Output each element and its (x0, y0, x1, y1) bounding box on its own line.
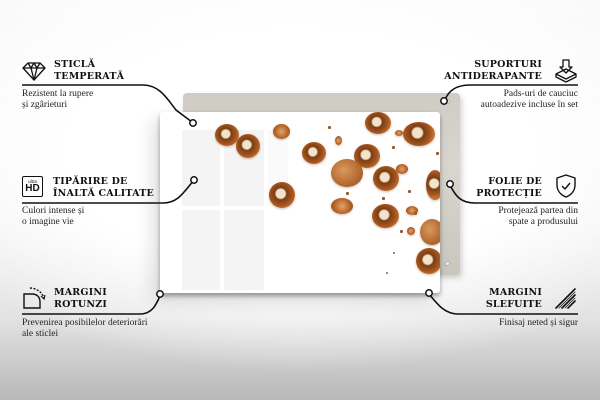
crumb (414, 212, 417, 215)
feature-hd-print: ultra HD Tipărire de înaltă calitate Cul… (22, 176, 172, 236)
feature-description: Pads-uri de cauciuc autoadezive incluse … (480, 89, 578, 110)
feature-polished-edges: Margini slefuite Finisaj neted și sigur (420, 287, 578, 342)
feature-title: Tipărire de înaltă calitate (53, 176, 154, 199)
walnut-half (416, 248, 440, 274)
walnut-half (365, 112, 391, 134)
feature-description: Protejează partea din spate a produsului (498, 206, 578, 227)
feature-title: Margini slefuite (485, 287, 542, 310)
walnut-whole (420, 219, 440, 245)
crumb (328, 126, 331, 129)
walnut-kernel (396, 164, 408, 174)
walnut-kernel (395, 130, 403, 136)
walnut-kernel (406, 206, 418, 215)
walnut-half (236, 134, 260, 158)
glass-panel-print (160, 112, 440, 293)
window-reflection (224, 210, 264, 290)
walnut-kernel (331, 198, 353, 214)
walnut-half (403, 122, 435, 146)
rounded-corner-icon (23, 287, 46, 309)
feature-description: Rezistent la rupere și zgârieturi (22, 89, 94, 110)
diamond-icon (22, 62, 46, 81)
crumb (408, 190, 411, 193)
walnut-half (426, 170, 440, 200)
feature-title: Margini rotunzi (54, 287, 107, 310)
crumb (393, 252, 395, 254)
ultra-hd-icon: ultra HD (22, 176, 43, 197)
feature-title: Sticlă temperată (54, 59, 125, 82)
walnut-half (215, 124, 239, 146)
feature-description: Prevenirea posibilelor deteriorări ale s… (22, 318, 148, 339)
mounting-hole (445, 261, 450, 266)
crumb (400, 230, 403, 233)
walnut-whole (331, 159, 363, 187)
crumb (436, 152, 439, 155)
shield-check-icon (556, 174, 576, 198)
crumb (346, 192, 349, 195)
crumb (382, 197, 385, 200)
walnut-kernel (407, 227, 415, 235)
walnut-half (302, 142, 326, 164)
polished-edge-icon (555, 288, 576, 309)
walnut-half (372, 204, 399, 228)
crumb (392, 146, 395, 149)
pressure-pad-icon (555, 59, 577, 83)
window-reflection (182, 210, 220, 290)
window-reflection (182, 130, 220, 206)
feature-title: Suporturi antiderapante (444, 59, 542, 82)
crumb (386, 272, 388, 274)
walnut-kernel (335, 136, 342, 145)
feature-description: Culori intense și o imagine vie (22, 206, 85, 227)
walnut-kernel (273, 124, 290, 139)
feature-description: Finisaj neted și sigur (499, 318, 578, 328)
feature-title: Folie de protecție (476, 176, 542, 199)
feature-protective-film: Folie de protecție Protejează partea din… (420, 174, 578, 236)
walnut-half (373, 166, 399, 191)
feature-rounded-edges: Margini rotunzi Prevenirea posibilelor d… (22, 287, 182, 342)
walnut-half (269, 182, 295, 208)
feature-tempered-glass: Sticlă temperată Rezistent la rupere și … (22, 59, 172, 119)
feature-non-slip-pads: Suporturi antiderapante Pads-uri de cauc… (420, 59, 578, 119)
